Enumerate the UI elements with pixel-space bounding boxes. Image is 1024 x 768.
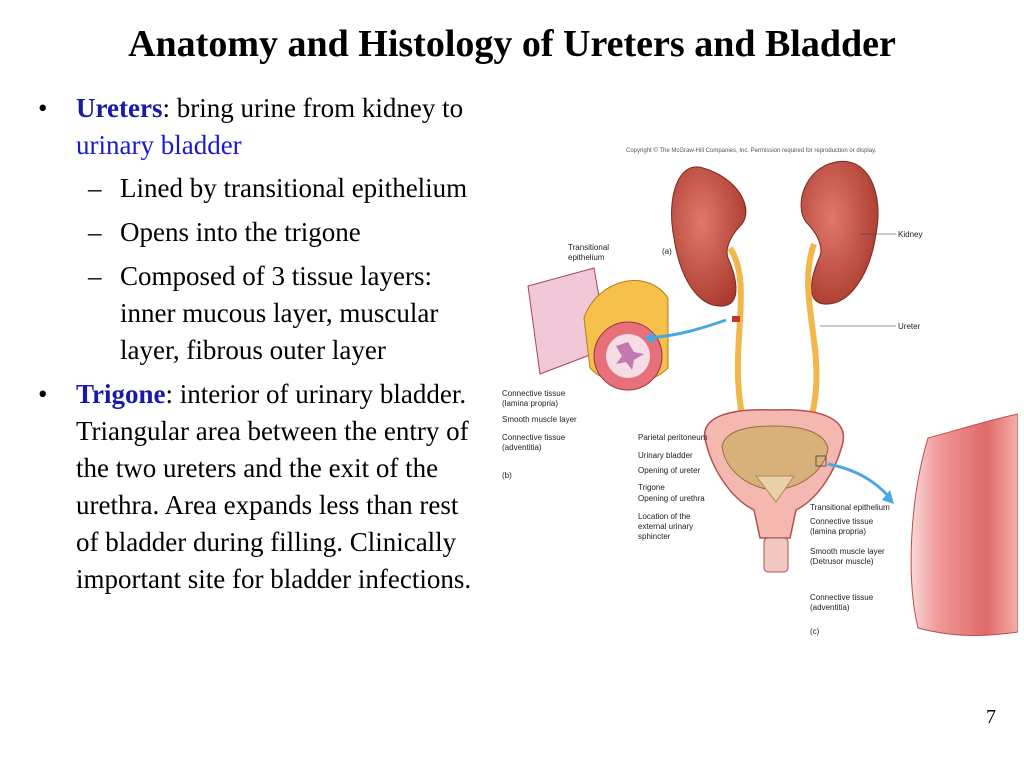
copyright-notice: Copyright © The McGraw-Hill Companies, I…	[626, 147, 877, 154]
label-c-smooth-muscle: Smooth muscle layer	[810, 547, 885, 556]
label-c-detrusor: (Detrusor muscle)	[810, 557, 874, 566]
label-ct-lamina-sub: (lamina propria)	[502, 399, 558, 408]
label-ct-lamina: Connective tissue	[502, 389, 566, 398]
bladder-wall-section	[910, 413, 1018, 636]
sub-bullet-marker: –	[88, 217, 102, 247]
urethra	[763, 537, 789, 573]
bullet-trigone: • Trigone: interior of urinary bladder. …	[38, 376, 478, 598]
panel-c-label: (c)	[810, 627, 820, 636]
right-kidney	[800, 160, 879, 305]
bullet-ureters: • Ureters: bring urine from kidney to ur…	[38, 90, 478, 164]
sub-bullet-layers: – Composed of 3 tissue layers: inner muc…	[38, 258, 478, 369]
bullet-content: • Ureters: bring urine from kidney to ur…	[38, 90, 478, 604]
urinary-bladder-link-text: urinary bladder	[76, 130, 242, 160]
anatomy-figure: Copyright © The McGraw-Hill Companies, I…	[498, 138, 1018, 658]
label-opening-urethra: Opening of urethra	[638, 494, 705, 503]
label-ureter: Ureter	[898, 322, 921, 331]
page-number: 7	[986, 706, 996, 728]
label-transitional: Transitional	[568, 243, 609, 252]
label-urinary-bladder: Urinary bladder	[638, 451, 693, 460]
label-sphincter-2: external urinary	[638, 522, 693, 531]
label-ct-adventitia: Connective tissue	[502, 433, 566, 442]
label-ct-adventitia-sub: (adventitia)	[502, 443, 542, 452]
label-opening-ureter: Opening of ureter	[638, 466, 701, 475]
term-trigone: Trigone	[76, 379, 166, 409]
arrow-to-bladder-wall	[827, 462, 892, 499]
slide-title: Anatomy and Histology of Ureters and Bla…	[128, 23, 896, 65]
ureter-lumen	[616, 342, 644, 370]
anatomy-illustration: Copyright © The McGraw-Hill Companies, I…	[502, 147, 1018, 636]
label-trigone: Trigone	[638, 483, 665, 492]
ureters-text: : bring urine from kidney to	[162, 93, 464, 123]
label-epithelium: epithelium	[568, 253, 605, 262]
bladder-section-marker	[815, 455, 827, 467]
sub-bullet-lining: – Lined by transitional epithelium	[38, 170, 478, 207]
sub-bullet-marker: –	[88, 173, 102, 203]
term-ureters: Ureters	[76, 93, 163, 123]
bullet-marker: •	[38, 379, 48, 409]
label-smooth-muscle: Smooth muscle layer	[502, 415, 577, 424]
bullet-marker: •	[38, 93, 48, 123]
trigone-text: : interior of urinary bladder. Triangula…	[76, 379, 472, 594]
sub-bullet-marker: –	[88, 261, 102, 291]
label-c-ct: Connective tissue	[810, 517, 874, 526]
sub-bullet-text: Lined by transitional epithelium	[120, 173, 468, 203]
sub-bullet-trigone: – Opens into the trigone	[38, 214, 478, 251]
label-c-ct-sub: (lamina propria)	[810, 527, 866, 536]
label-c-adventitia-sub: (adventitia)	[810, 603, 850, 612]
label-c-transitional-epithelium: Transitional epithelium	[810, 503, 890, 512]
arrow-head	[882, 490, 894, 504]
ureter-section-marker	[732, 316, 740, 322]
arrow-head	[644, 332, 654, 344]
left-kidney	[671, 166, 747, 307]
label-sphincter-3: sphincter	[638, 532, 671, 541]
sub-bullet-text: Opens into the trigone	[120, 217, 361, 247]
label-parietal-peritoneum: Parietal peritoneum	[638, 433, 708, 442]
panel-a-label: (a)	[662, 247, 672, 256]
label-sphincter-1: Location of the	[638, 512, 691, 521]
arrow-to-ureter	[647, 318, 727, 340]
trigone-area	[754, 475, 795, 503]
label-c-adventitia: Connective tissue	[810, 593, 874, 602]
bladder-interior	[721, 425, 829, 491]
panel-b-label: (b)	[502, 471, 512, 480]
sub-bullet-text: Composed of 3 tissue layers: inner mucou…	[120, 261, 439, 365]
label-kidney: Kidney	[898, 230, 922, 239]
